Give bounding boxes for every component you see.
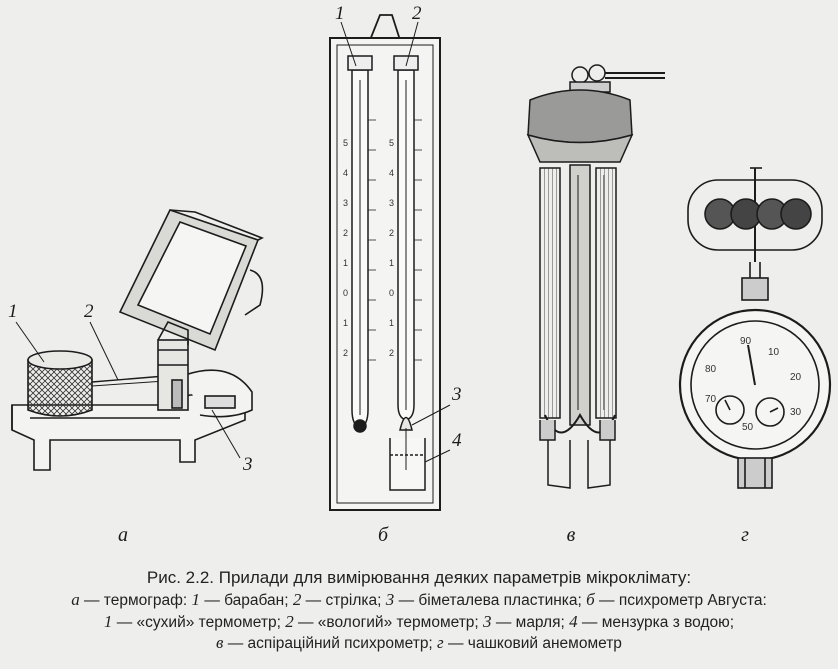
svg-text:80: 80: [705, 364, 717, 375]
sublabel-v: в: [566, 524, 576, 546]
svg-text:0: 0: [343, 288, 348, 298]
label-b1: 1: [335, 3, 345, 24]
svg-text:5: 5: [389, 138, 394, 148]
svg-text:1: 1: [389, 258, 394, 268]
instruments-illustration: 1 2 3 5 4 3 2 1 0 1: [8, 3, 832, 511]
svg-text:2: 2: [343, 228, 348, 238]
svg-text:70: 70: [705, 394, 717, 405]
svg-text:4: 4: [389, 168, 394, 178]
svg-text:2: 2: [389, 228, 394, 238]
svg-text:3: 3: [343, 198, 348, 208]
caption-line-1: а — термограф: 1 — барабан; 2 — стрілка;…: [71, 590, 767, 609]
svg-text:1: 1: [389, 318, 394, 328]
label-b2: 2: [412, 3, 422, 24]
svg-text:20: 20: [790, 372, 802, 383]
caption-line-2: 1 — «сухий» термометр; 2 — «вологий» тер…: [103, 611, 735, 631]
svg-text:1: 1: [343, 258, 348, 268]
sublabel-b: б: [377, 524, 389, 546]
caption-line-3: в — аспіраційний психрометр; г — чашкови…: [216, 633, 622, 652]
svg-text:4: 4: [343, 168, 348, 178]
label-b3: 3: [451, 384, 462, 405]
label-a2: 2: [84, 301, 94, 322]
aspiration-psychrometer-drawing: [526, 64, 665, 489]
svg-text:0: 0: [389, 288, 394, 298]
thermograph-drawing: [11, 209, 264, 471]
svg-text:2: 2: [389, 348, 394, 358]
svg-text:5: 5: [343, 138, 348, 148]
sublabel-g: г: [741, 524, 749, 546]
caption-title: Рис. 2.2. Прилади для вимірювання деяких…: [146, 568, 692, 587]
svg-text:30: 30: [790, 407, 802, 418]
svg-text:1: 1: [343, 318, 348, 328]
anemometer-dial-scale: 90 10 80 20 70 30 50: [705, 336, 802, 433]
figure-caption: Рис. 2.2. Прилади для вимірювання деяких…: [0, 566, 838, 655]
thermometer-scales: 5 4 3 2 1 0 1 2 5 4 3 2 1 0 1 2: [343, 138, 394, 358]
label-b4: 4: [452, 430, 462, 451]
label-a1: 1: [8, 301, 18, 322]
svg-text:10: 10: [768, 347, 780, 358]
svg-text:50: 50: [742, 422, 754, 433]
svg-text:3: 3: [389, 198, 394, 208]
svg-text:2: 2: [343, 348, 348, 358]
august-psychrometer-drawing: [329, 14, 441, 511]
label-a3: 3: [242, 454, 253, 475]
svg-text:90: 90: [740, 336, 752, 347]
sublabel-a: а: [118, 524, 128, 546]
cup-anemometer-drawing: [678, 167, 832, 489]
